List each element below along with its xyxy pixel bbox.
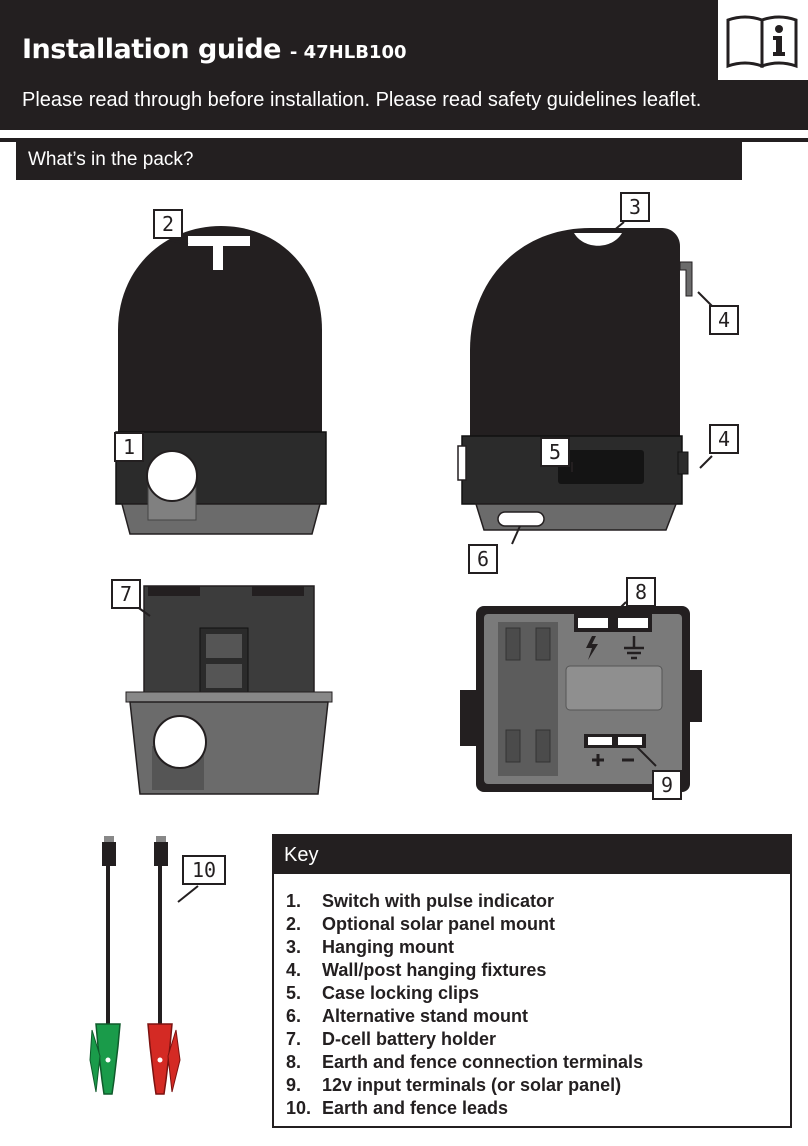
callout-10: 10 xyxy=(182,855,226,885)
header-bar: Installation guide - 47HLB100 Please rea… xyxy=(0,0,808,130)
key-item: 7. D-cell battery holder xyxy=(286,1028,790,1051)
callout-1: 1 xyxy=(114,432,144,462)
key-item: 9. 12v input terminals (or solar panel) xyxy=(286,1074,790,1097)
key-item-label: Alternative stand mount xyxy=(322,1006,529,1026)
key-item: 1. Switch with pulse indicator xyxy=(286,890,790,913)
key-item-number: 8. xyxy=(286,1052,302,1072)
key-item-number: 3. xyxy=(286,937,302,957)
key-item: 8. Earth and fence connection terminals xyxy=(286,1051,790,1074)
callout-5: 5 xyxy=(540,437,570,467)
safety-notice: Please read through before installation.… xyxy=(22,89,702,111)
energiser-side-view xyxy=(457,221,713,545)
header-rule xyxy=(0,138,808,142)
key-box: Key 1. Switch with pulse indicator 2. Opti… xyxy=(272,834,792,1128)
callout-2: 2 xyxy=(153,209,183,239)
key-item: 6. Alternative stand mount xyxy=(286,1005,790,1028)
key-item-label: Earth and fence connection terminals xyxy=(322,1052,644,1072)
callout-3: 3 xyxy=(620,192,650,222)
earth-and-fence-leads xyxy=(89,836,199,1095)
battery-holder xyxy=(125,585,333,795)
callout-9: 9 xyxy=(652,770,682,800)
manual-info-icon xyxy=(718,0,808,80)
callout-7: 7 xyxy=(111,579,141,609)
callout-4-bottom: 4 xyxy=(709,424,739,454)
key-item-number: 2. xyxy=(286,914,302,934)
title-text: Installation guide xyxy=(22,34,281,65)
key-item-number: 9. xyxy=(286,1075,302,1095)
key-item-number: 5. xyxy=(286,983,302,1003)
model-number: - 47HLB100 xyxy=(289,42,407,63)
key-item-label: Earth and fence leads xyxy=(322,1098,509,1118)
key-item: 3. Hanging mount xyxy=(286,936,790,959)
page-title: Installation guide - 47HLB100 xyxy=(22,34,407,65)
key-item-label: Optional solar panel mount xyxy=(322,914,556,934)
key-list: 1. Switch with pulse indicator 2. Optional… xyxy=(274,874,790,1120)
terminal-panel-view xyxy=(460,601,702,792)
energiser-front-view xyxy=(115,226,327,535)
key-item: 5. Case locking clips xyxy=(286,982,790,1005)
key-title: Key xyxy=(274,836,790,874)
key-item-number: 10. xyxy=(286,1098,312,1118)
key-item: 4. Wall/post hanging fixtures xyxy=(286,959,790,982)
key-item-number: 4. xyxy=(286,960,302,980)
key-item: 10. Earth and fence leads xyxy=(286,1097,790,1120)
section-heading: What’s in the pack? xyxy=(16,142,742,180)
key-item-label: D-cell battery holder xyxy=(322,1029,497,1049)
section-title: What’s in the pack? xyxy=(28,149,194,170)
key-item: 2. Optional solar panel mount xyxy=(286,913,790,936)
callout-6: 6 xyxy=(468,544,498,574)
key-item-number: 7. xyxy=(286,1029,302,1049)
key-item-number: 6. xyxy=(286,1006,302,1026)
callout-4-top: 4 xyxy=(709,305,739,335)
callout-8: 8 xyxy=(626,577,656,607)
key-item-number: 1. xyxy=(286,891,302,911)
key-item-label: 12v input terminals (or solar panel) xyxy=(322,1075,622,1095)
key-item-label: Hanging mount xyxy=(322,937,454,957)
key-item-label: Case locking clips xyxy=(322,983,480,1003)
key-item-label: Wall/post hanging fixtures xyxy=(322,960,547,980)
key-item-label: Switch with pulse indicator xyxy=(322,891,555,911)
